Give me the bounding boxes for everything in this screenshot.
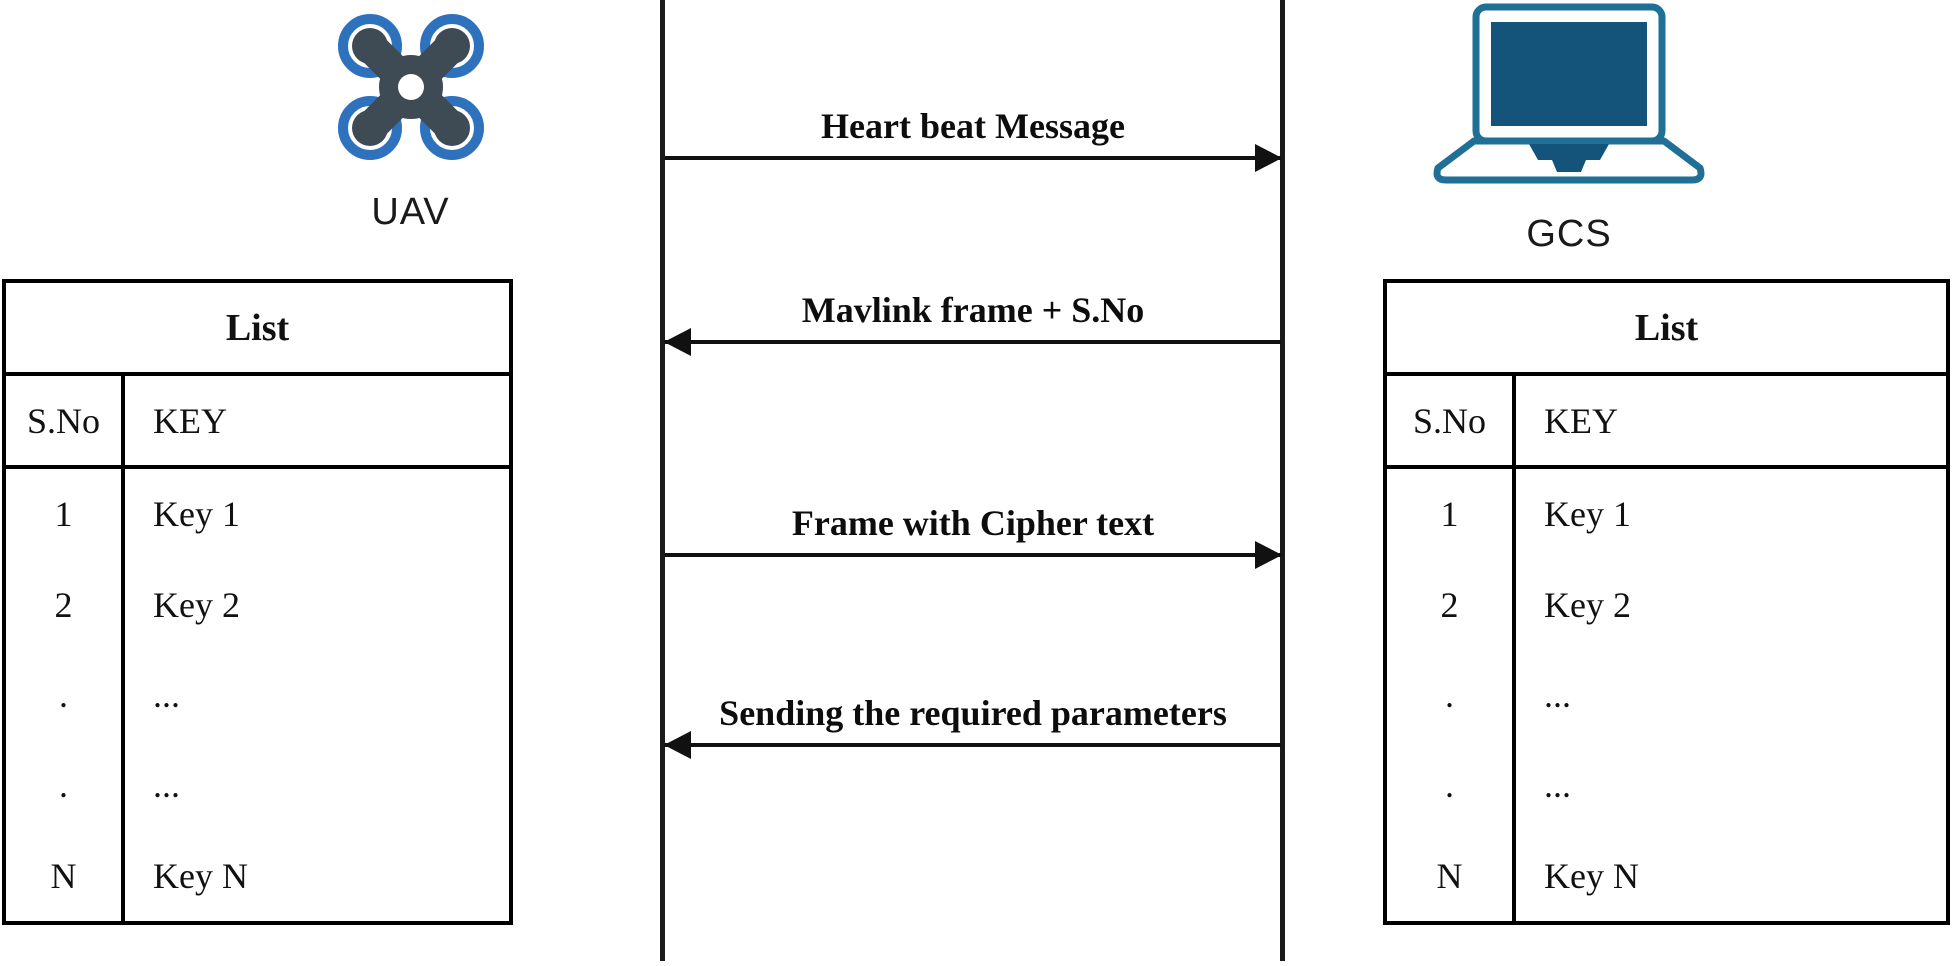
gcs-lifeline [1280,0,1285,961]
uav-col-header-key: KEY [153,400,227,441]
table-cell: ... [1544,765,1571,806]
laptop-icon [1428,2,1710,203]
table-cell: 1 [54,494,73,535]
uav-col-header-sno: S.No [6,376,125,465]
gcs-sno-column: 1 2 . . N [1387,469,1516,921]
table-cell: Key N [153,855,248,896]
uav-table-header-row: S.No KEY [6,376,509,469]
message-label-mavlink-frame: Mavlink frame + S.No [801,290,1145,330]
uav-key-list-table: List S.No KEY 1 2 . . N Key 1 Key 2 ... … [2,279,513,925]
arrow-left-mavlink-frame [664,328,1281,356]
gcs-col-header-sno: S.No [1387,376,1516,465]
table-cell: 2 [54,584,73,625]
table-cell: ... [153,675,180,716]
uav-sno-column: 1 2 . . N [6,469,125,921]
message-label-cipher-frame: Frame with Cipher text [791,503,1155,543]
arrow-right-cipher-frame [665,541,1282,569]
gcs-table-header-row: S.No KEY [1387,376,1946,469]
table-cell: ... [1544,675,1571,716]
table-cell: 2 [1440,584,1459,625]
gcs-table-title: List [1387,283,1946,376]
uav-table-title: List [6,283,509,376]
gcs-label: GCS [1526,213,1612,255]
table-cell: Key 1 [153,494,240,535]
gcs-key-list-table: List S.No KEY 1 2 . . N Key 1 Key 2 ... … [1383,279,1950,925]
arrow-right-heartbeat [665,144,1282,172]
table-cell: . [1445,675,1454,716]
table-cell: Key N [1544,855,1639,896]
table-cell: ... [153,765,180,806]
table-cell: 1 [1440,494,1459,535]
table-cell: N [50,855,77,896]
table-cell: . [1445,765,1454,806]
uav-actor: UAV [318,6,503,234]
table-cell: Key 1 [1544,494,1631,535]
quadcopter-drone-icon [331,6,491,173]
table-cell: . [59,765,68,806]
uav-table-body: 1 2 . . N Key 1 Key 2 ... ... Key N [6,469,509,921]
message-label-heartbeat: Heart beat Message [821,106,1125,146]
table-cell: N [1436,855,1463,896]
gcs-key-column: Key 1 Key 2 ... ... Key N [1516,469,1946,921]
table-cell: Key 2 [1544,584,1631,625]
gcs-col-header-key: KEY [1544,400,1618,441]
arrow-left-required-parameters [664,731,1281,759]
gcs-table-body: 1 2 . . N Key 1 Key 2 ... ... Key N [1387,469,1946,921]
uav-label: UAV [371,191,450,233]
uav-key-column: Key 1 Key 2 ... ... Key N [125,469,509,921]
uav-lifeline [660,0,665,961]
message-label-required-parameters: Sending the required parameters [719,693,1227,733]
table-cell: Key 2 [153,584,240,625]
gcs-actor: GCS [1428,2,1710,256]
table-cell: . [59,675,68,716]
